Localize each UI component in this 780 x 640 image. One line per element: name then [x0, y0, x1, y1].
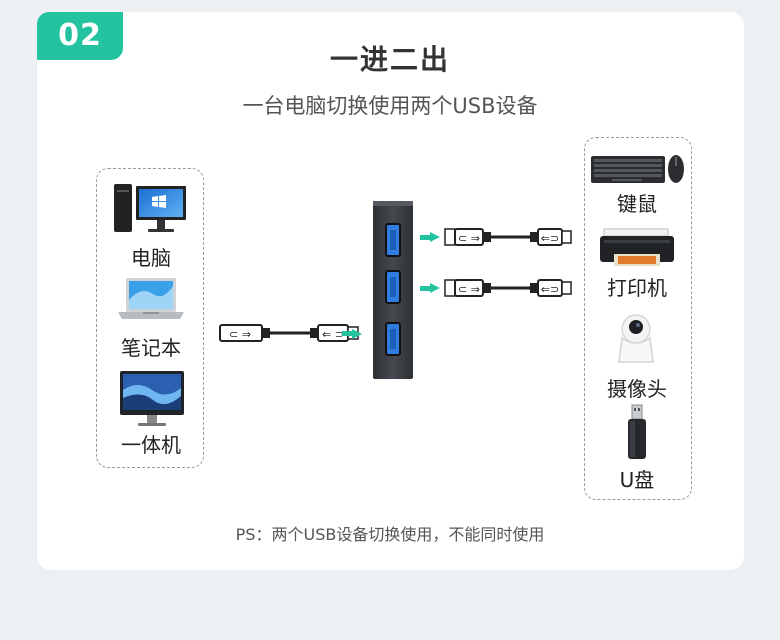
output-cable-2: ⊂ ⇒ ⇐⊃ [420, 279, 572, 297]
svg-text:⊂ ⇒: ⊂ ⇒ [229, 328, 251, 341]
laptop-icon [118, 278, 184, 319]
usb-switch-hub [373, 201, 413, 379]
right-device-label-usb-drive: U盘 [619, 468, 655, 492]
footnote: PS：两个USB设备切换使用，不能同时使用 [235, 525, 545, 544]
left-device-label-all-in-one: 一体机 [121, 433, 181, 457]
page-subtitle: 一台电脑切换使用两个USB设备 [242, 94, 538, 118]
usb-drive-icon [628, 404, 646, 459]
left-device-group [96, 168, 204, 468]
left-device-label-laptop: 笔记本 [121, 336, 181, 360]
svg-text:⇐⊃: ⇐⊃ [541, 232, 559, 245]
svg-text:⇐ ⊃: ⇐ ⊃ [322, 328, 344, 341]
right-device-label-keyboard-mouse: 键鼠 [617, 192, 657, 216]
camera-icon [618, 314, 654, 363]
desktop-pc-icon [114, 184, 186, 232]
printer-icon [600, 228, 674, 266]
all-in-one-pc-icon [120, 371, 184, 426]
right-device-label-camera: 摄像头 [607, 377, 667, 401]
right-device-group [584, 137, 692, 500]
right-device-label-printer: 打印机 [607, 276, 667, 300]
page-title: 一进二出 [329, 43, 450, 76]
output-cable-1: ⊂ ⇒ ⇐⊃ [420, 228, 572, 246]
keyboard-mouse-icon [591, 155, 684, 183]
left-device-label-pc: 电脑 [131, 246, 171, 270]
svg-text:⊂ ⇒: ⊂ ⇒ [458, 232, 480, 245]
svg-text:⊂ ⇒: ⊂ ⇒ [458, 283, 480, 296]
left-usb-cable: ⊂ ⇒ ⇐ ⊃ [219, 324, 359, 342]
svg-text:⇐⊃: ⇐⊃ [541, 283, 559, 296]
step-badge: 02 [37, 12, 123, 60]
input-arrow-icon [352, 329, 362, 339]
